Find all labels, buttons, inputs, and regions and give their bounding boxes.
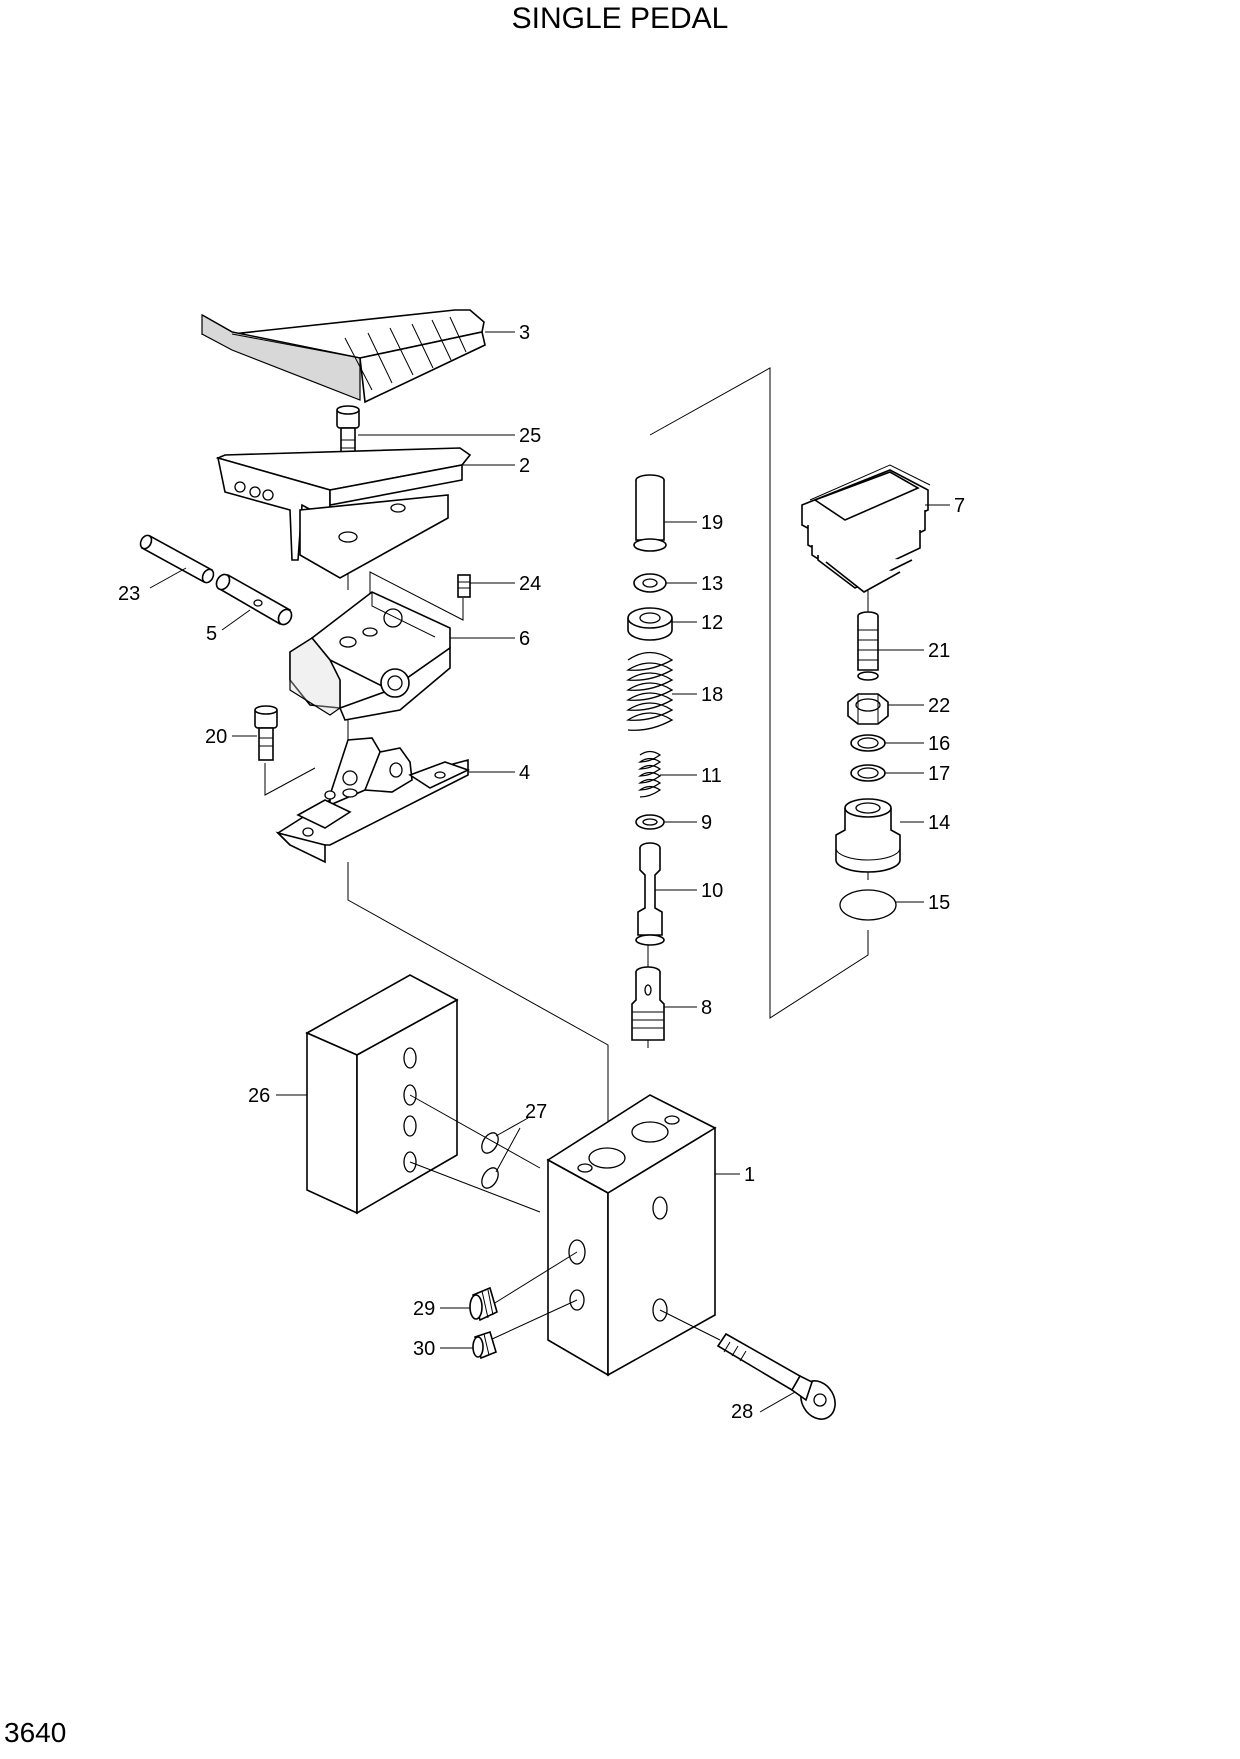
spring-11 — [637, 750, 662, 798]
washer-9 — [635, 814, 665, 830]
label-part-16: 16 — [928, 733, 950, 755]
valve-body — [489, 1094, 721, 1377]
label-part-15: 15 — [928, 892, 950, 914]
label-part-29: 29 — [413, 1298, 435, 1320]
label-part-5: 5 — [206, 623, 217, 645]
label-part-18: 18 — [701, 684, 723, 706]
label-part-14: 14 — [928, 812, 950, 834]
o-ring-15 — [839, 889, 897, 921]
plug-30 — [472, 1330, 497, 1360]
pin-23 — [139, 534, 215, 584]
base-bracket — [275, 737, 471, 864]
diagram-title: SINGLE PEDAL — [512, 2, 729, 35]
label-part-17: 17 — [928, 763, 950, 785]
label-part-24: 24 — [519, 573, 541, 595]
label-part-6: 6 — [519, 628, 530, 650]
label-part-28: 28 — [731, 1401, 753, 1423]
plug-29 — [469, 1286, 498, 1322]
boot-7 — [801, 464, 931, 593]
pin-5 — [215, 573, 293, 626]
label-part-9: 9 — [701, 812, 712, 834]
block-26 — [305, 974, 459, 1215]
part-number-labels: 3 25 2 19 7 13 24 23 12 5 6 21 18 22 20 … — [118, 322, 965, 1423]
label-part-13: 13 — [701, 573, 723, 595]
label-part-30: 30 — [413, 1338, 435, 1360]
spring-18 — [626, 651, 674, 731]
label-part-7: 7 — [954, 495, 965, 517]
ring-16 — [850, 734, 886, 752]
label-part-23: 23 — [118, 583, 140, 605]
label-part-27: 27 — [525, 1101, 547, 1123]
label-part-2: 2 — [519, 455, 530, 477]
cap-screw-20 — [254, 705, 278, 761]
label-part-10: 10 — [701, 880, 723, 902]
stud-21 — [857, 611, 879, 681]
label-part-22: 22 — [928, 695, 950, 717]
label-part-21: 21 — [928, 640, 950, 662]
o-rings-27 — [409, 1094, 541, 1213]
spool-8 — [631, 966, 665, 1041]
spool-10 — [635, 842, 665, 946]
label-part-1: 1 — [744, 1164, 755, 1186]
leader-lines — [149, 331, 950, 1413]
label-part-12: 12 — [701, 612, 723, 634]
label-part-19: 19 — [701, 512, 723, 534]
pedal-arm — [215, 447, 472, 579]
pedal-pad — [201, 309, 486, 404]
plunger-19 — [633, 474, 667, 552]
plug-14 — [835, 798, 901, 873]
label-part-25: 25 — [519, 425, 541, 447]
ring-17 — [850, 764, 886, 782]
washer-13 — [633, 573, 667, 593]
label-part-8: 8 — [701, 997, 712, 1019]
plug-24 — [457, 574, 471, 598]
label-part-11: 11 — [701, 765, 722, 787]
cam-block — [289, 591, 451, 721]
label-part-26: 26 — [248, 1085, 270, 1107]
cap-screw-28 — [716, 1332, 836, 1420]
page-code: 3640 — [4, 1717, 66, 1748]
label-part-20: 20 — [205, 726, 227, 748]
label-part-3: 3 — [519, 322, 530, 344]
spring-seat-12 — [627, 607, 673, 641]
label-part-4: 4 — [519, 762, 530, 784]
nut-22 — [847, 693, 889, 725]
